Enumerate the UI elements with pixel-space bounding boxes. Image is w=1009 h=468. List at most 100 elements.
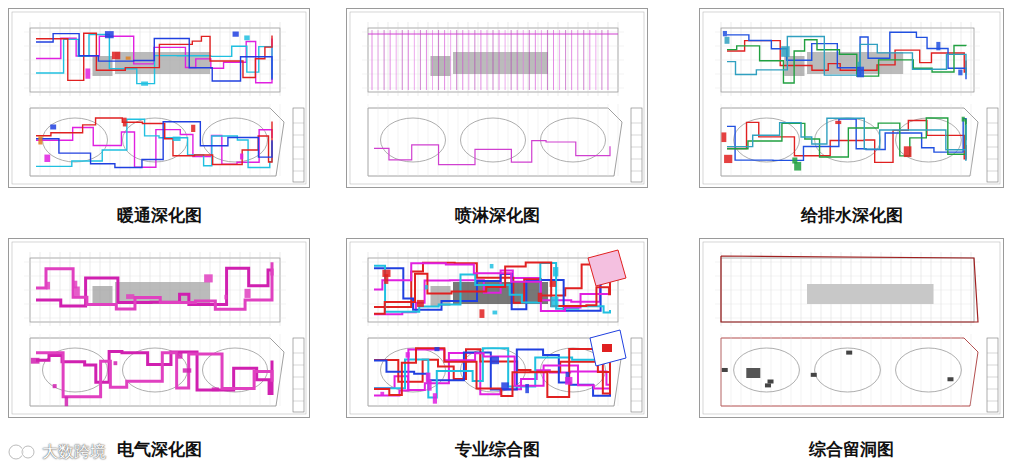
grid-line xyxy=(120,104,121,176)
grid-line xyxy=(608,22,609,96)
title-block xyxy=(631,108,642,182)
grid-line xyxy=(731,252,732,326)
grid-line xyxy=(150,104,151,176)
sprinkler-pipe xyxy=(559,30,560,90)
grid-line xyxy=(911,334,912,406)
atrium-oval xyxy=(896,348,962,392)
grid-line xyxy=(821,104,822,176)
grid-line xyxy=(715,88,980,89)
drawing-line xyxy=(987,389,998,390)
grid-line xyxy=(378,104,379,176)
grid-line xyxy=(170,104,171,176)
grid-line xyxy=(90,104,91,176)
equipment-mark xyxy=(525,384,529,393)
grid-line xyxy=(90,252,91,326)
equipment-mark xyxy=(244,35,249,40)
grid-line xyxy=(901,334,902,406)
equipment-mark xyxy=(141,82,148,86)
grid-line xyxy=(30,22,31,96)
grid-line xyxy=(558,22,559,96)
equipment-mark xyxy=(183,368,192,372)
grid-line xyxy=(951,252,952,326)
grid-line xyxy=(901,104,902,176)
atrium-oval xyxy=(734,118,800,162)
drawing-line xyxy=(293,159,304,160)
grid-line xyxy=(280,22,281,96)
sheet-border xyxy=(347,239,648,418)
hole-mark xyxy=(768,380,774,384)
grid-line xyxy=(618,22,619,96)
grid-line xyxy=(961,22,962,96)
sprinkler-pipe xyxy=(426,30,427,90)
grid-line xyxy=(260,252,261,326)
grid-line xyxy=(140,104,141,176)
grid-line xyxy=(408,252,409,326)
title-block xyxy=(987,338,998,412)
grid-line xyxy=(30,252,31,326)
grid-line xyxy=(781,252,782,326)
equipment-mark xyxy=(44,155,50,162)
grid-line xyxy=(368,334,369,406)
grid-line xyxy=(951,22,952,96)
equipment-mark xyxy=(427,380,431,391)
equipment-mark xyxy=(406,352,410,358)
sprinkler-pipe xyxy=(595,30,596,90)
sprinkler-pipe xyxy=(499,30,500,90)
equipment-mark xyxy=(936,42,940,50)
grid-line xyxy=(398,22,399,96)
grid-line xyxy=(961,252,962,326)
sprinkler-pipe xyxy=(474,30,475,90)
sprinkler-pipe xyxy=(420,30,421,90)
grid-line xyxy=(418,22,419,96)
sprinkler-pipe xyxy=(408,30,409,90)
equipment-mark xyxy=(212,387,219,391)
equipment-mark xyxy=(550,297,558,308)
grid-line xyxy=(791,252,792,326)
grid-line xyxy=(210,334,211,406)
drawing-line xyxy=(987,135,998,136)
grid-line xyxy=(568,22,569,96)
pipe-route xyxy=(36,353,272,397)
panel-caption: 暖通深化图 xyxy=(8,204,310,227)
core-block xyxy=(807,284,934,304)
grid-line xyxy=(250,104,251,176)
grid-line xyxy=(951,104,952,176)
grid-line xyxy=(761,22,762,96)
hole-mark xyxy=(765,383,771,387)
grid-line xyxy=(180,334,181,406)
grid-line xyxy=(170,334,171,406)
cad-drawing xyxy=(346,238,648,418)
grid-line xyxy=(618,104,619,176)
sprinkler-pipe xyxy=(456,30,457,90)
grid-line xyxy=(891,104,892,176)
grid-line xyxy=(548,104,549,176)
pipe-route xyxy=(727,37,966,76)
sprinkler-pipe xyxy=(547,30,548,90)
pipe-route xyxy=(374,348,610,397)
drawing-line xyxy=(987,123,998,124)
grid-line xyxy=(368,22,369,96)
equipment-mark xyxy=(538,293,542,302)
drawing-line xyxy=(293,147,304,148)
equipment-mark xyxy=(244,289,250,298)
sprinkler-pipe xyxy=(511,30,512,90)
drawing-line xyxy=(590,330,626,366)
grid-line xyxy=(110,104,111,176)
hole-outline xyxy=(721,256,978,322)
sprinkler-pipe xyxy=(390,30,391,90)
drawing-line xyxy=(631,401,642,402)
equipment-mark xyxy=(123,118,127,127)
grid-line xyxy=(921,334,922,406)
sprinkler-pipe xyxy=(450,30,451,90)
grid-line xyxy=(781,334,782,406)
equipment-mark xyxy=(38,136,42,144)
sprinkler-pipe xyxy=(486,30,487,90)
grid-line xyxy=(721,22,722,96)
hole-mark xyxy=(811,373,817,377)
sprinkler-pipe xyxy=(541,30,542,90)
drawing-panel: 喷淋深化图 xyxy=(346,8,648,230)
grid-line xyxy=(160,104,161,176)
grid-line xyxy=(378,22,379,96)
sprinkler-pipe xyxy=(378,30,379,90)
drawing-line xyxy=(631,365,642,366)
